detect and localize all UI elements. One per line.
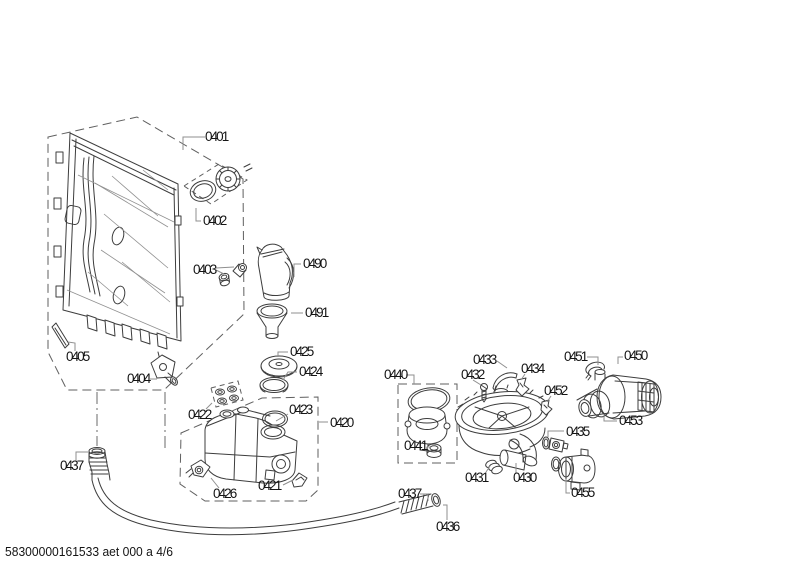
- inlet-valve-0404-drawing: [150, 351, 178, 386]
- part-label-0401: 0401: [205, 129, 229, 144]
- part-label-0420: 0420: [330, 415, 354, 430]
- part-label-0440: 0440: [384, 367, 408, 382]
- part-label-0432: 0432: [461, 367, 485, 382]
- screw-0432-drawing: [480, 383, 488, 403]
- document-code: 58300000161533 aet 000 a 4/6: [5, 545, 173, 559]
- hose-port-0453-drawing: [576, 388, 611, 419]
- fitting-0431-drawing: [485, 459, 503, 475]
- drain-hose-drawing: [88, 447, 400, 536]
- part-label-0403: 0403: [193, 262, 217, 277]
- bracket-0433-drawing: [492, 372, 518, 392]
- caps-0422-drawing: [210, 380, 244, 408]
- hose-fitting-0436-drawing: [398, 493, 441, 515]
- part-label-0405: 0405: [66, 349, 90, 364]
- part-label-0426: 0426: [213, 486, 237, 501]
- heat-pump-0450-drawing: [594, 369, 662, 420]
- pump-0440-drawing: [404, 387, 451, 452]
- clip-0452-drawing: [540, 399, 553, 416]
- part-label-0441: 0441: [404, 438, 428, 453]
- cap-0425-drawing: [260, 355, 298, 378]
- part-label-0491: 0491: [305, 305, 329, 320]
- jug-0490-drawing: [256, 243, 295, 301]
- part-label-0421: 0421: [258, 478, 282, 493]
- pump-0455-drawing: [551, 448, 596, 491]
- part-labels: 0401 0402 0403 0404 0405 0437 0490 0491 …: [60, 129, 648, 534]
- part-label-0450: 0450: [624, 348, 648, 363]
- grommet-0441-drawing: [426, 443, 442, 458]
- funnel-0491-drawing: [256, 303, 288, 339]
- part-label-0404: 0404: [127, 371, 152, 386]
- part-label-0422: 0422: [188, 407, 212, 422]
- part-label-0431: 0431: [465, 470, 489, 485]
- part-label-0434: 0434: [521, 361, 546, 376]
- fitting-0435-drawing: [542, 436, 569, 453]
- clip-0434-drawing: [515, 377, 530, 397]
- part-label-0425: 0425: [290, 344, 314, 359]
- strip-0405-drawing: [51, 322, 70, 349]
- part-label-0453: 0453: [619, 413, 643, 428]
- leader-lines: [67, 136, 623, 520]
- valve-0426-drawing: [185, 459, 211, 478]
- group-outline-tank: [47, 116, 245, 391]
- ring-0424-drawing: [259, 377, 289, 393]
- part-label-0451: 0451: [564, 349, 588, 364]
- part-label-0424: 0424: [299, 364, 324, 379]
- group-outline-dispenser: [179, 396, 319, 502]
- clip-0421-drawing: [291, 472, 308, 488]
- part-label-0490: 0490: [303, 256, 327, 271]
- sump-0430-drawing: [454, 384, 550, 471]
- seal-kit-0402-drawing: [183, 163, 253, 205]
- part-label-0430: 0430: [513, 470, 537, 485]
- part-label-0452: 0452: [544, 383, 568, 398]
- dispenser-0420-drawing: [204, 406, 298, 484]
- oring-0423-drawing: [262, 410, 288, 428]
- part-label-0436: 0436: [436, 519, 460, 534]
- fitting-0403-drawing: [218, 263, 247, 287]
- part-label-0423: 0423: [289, 402, 313, 417]
- part-label-0433: 0433: [473, 352, 497, 367]
- part-label-0402: 0402: [203, 213, 227, 228]
- part-label-0435: 0435: [566, 424, 590, 439]
- part-label-0437-left: 0437: [60, 458, 84, 473]
- part-label-0437-mid: 0437: [398, 486, 422, 501]
- tank-panel-drawing: [53, 132, 184, 350]
- part-label-0455: 0455: [571, 485, 595, 500]
